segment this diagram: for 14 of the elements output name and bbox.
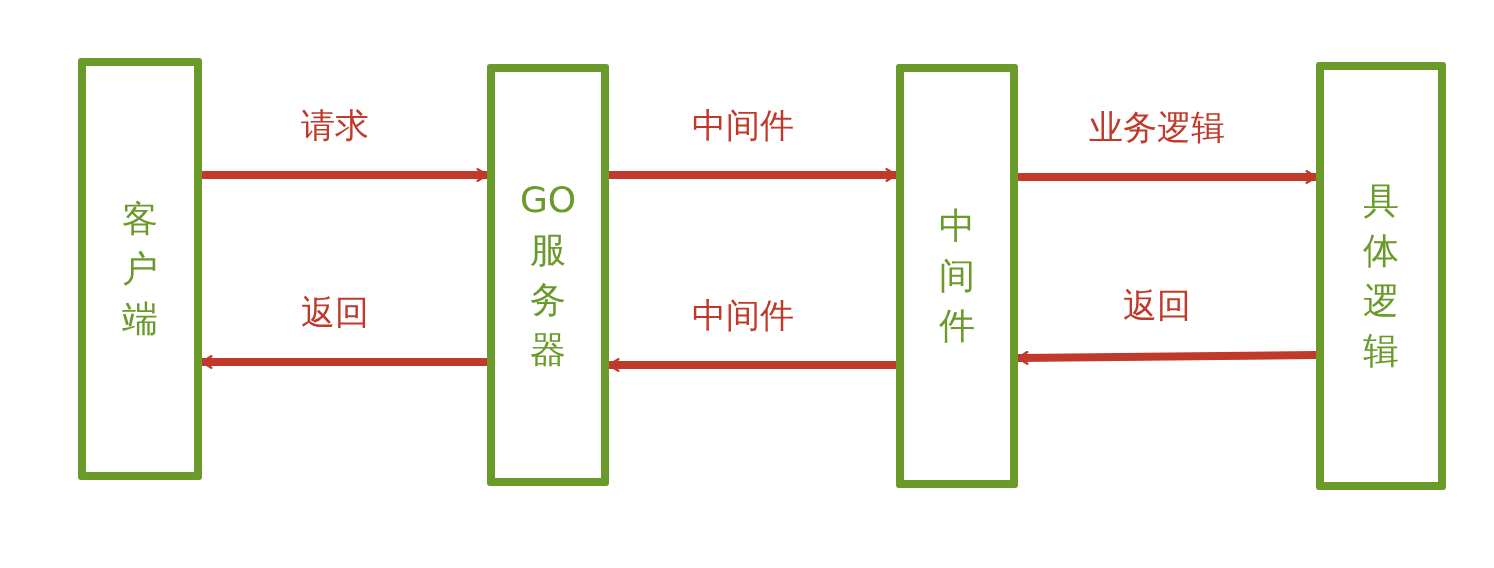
edge-label: 返回 — [1123, 285, 1191, 325]
box-label: 具体逻辑 — [1362, 179, 1400, 373]
edge-label: 业务逻辑 — [1089, 107, 1225, 147]
process-box — [896, 64, 1018, 488]
box-label: 中间件 — [938, 204, 976, 348]
edge-label: 返回 — [300, 292, 369, 332]
edge-label: 中间件 — [691, 105, 794, 145]
box-label: GO服务器 — [518, 178, 578, 372]
edge-label: 请求 — [300, 105, 369, 145]
process-box — [78, 58, 202, 480]
box-label: 客户端 — [121, 197, 159, 341]
process-box — [487, 64, 609, 486]
process-box — [1316, 62, 1446, 490]
edge-label: 中间件 — [691, 295, 794, 335]
